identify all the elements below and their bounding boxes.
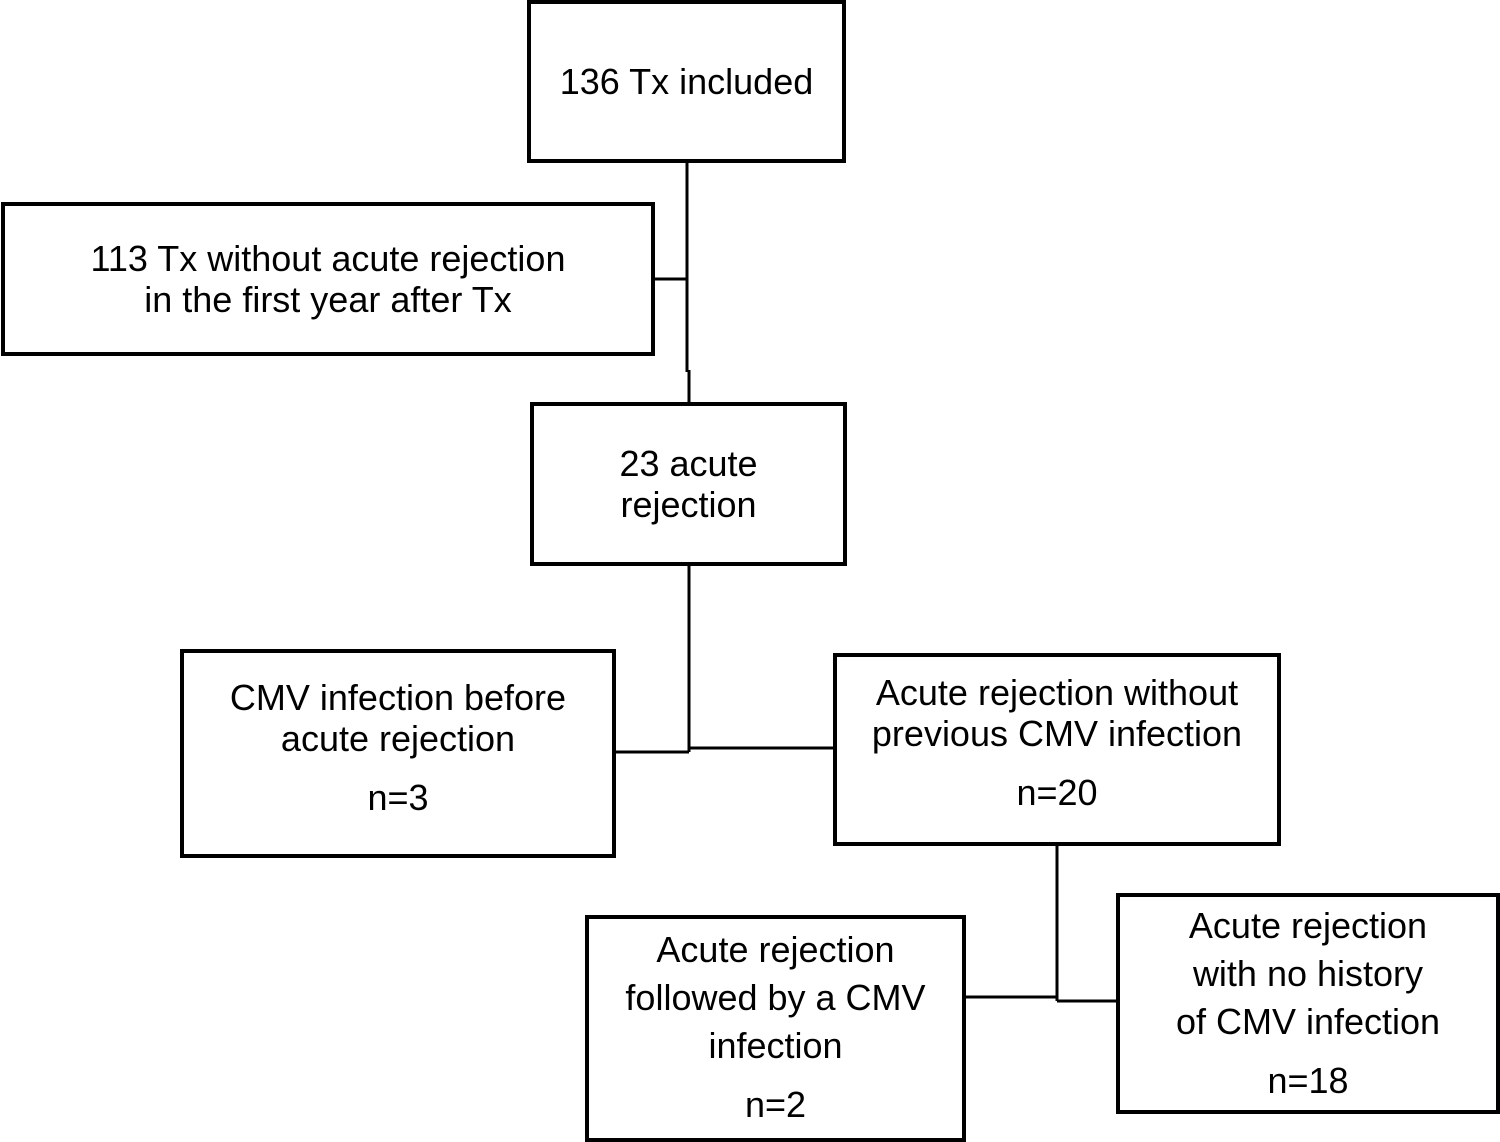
node-followed-by-cmv: Acute rejection followed by a CMV infect… xyxy=(585,915,966,1142)
node-count: n=18 xyxy=(1267,1060,1349,1101)
node-cmv-before-rejection: CMV infection before acute rejection n=3 xyxy=(180,649,616,858)
node-text: of CMV infection xyxy=(1175,1001,1441,1042)
node-text: with no history xyxy=(1192,953,1424,994)
node-text: followed by a CMV xyxy=(625,977,926,1018)
node-text: infection xyxy=(708,1025,843,1066)
node-no-acute-rejection: 113 Tx without acute rejection in the fi… xyxy=(1,202,655,356)
node-text: acute rejection xyxy=(280,718,516,759)
node-text: 23 acute xyxy=(619,443,758,484)
node-count: n=3 xyxy=(367,777,429,818)
node-text: CMV infection before xyxy=(229,677,567,718)
node-text: Acute rejection without xyxy=(875,672,1239,713)
node-text: in the first year after Tx xyxy=(144,279,512,320)
node-text: 136 Tx included xyxy=(559,61,814,102)
node-total-included: 136 Tx included xyxy=(527,0,846,163)
node-no-previous-cmv: Acute rejection without previous CMV inf… xyxy=(833,653,1281,846)
node-text: Acute rejection xyxy=(656,929,895,970)
node-text: rejection xyxy=(620,484,757,525)
node-count: n=2 xyxy=(744,1084,807,1125)
node-no-history-cmv: Acute rejection with no history of CMV i… xyxy=(1116,893,1500,1114)
node-acute-rejection: 23 acute rejection xyxy=(530,402,847,566)
node-text: Acute rejection xyxy=(1188,905,1428,946)
node-text: 113 Tx without acute rejection xyxy=(90,238,566,279)
node-count: n=20 xyxy=(1016,772,1098,813)
node-text: previous CMV infection xyxy=(871,713,1243,754)
